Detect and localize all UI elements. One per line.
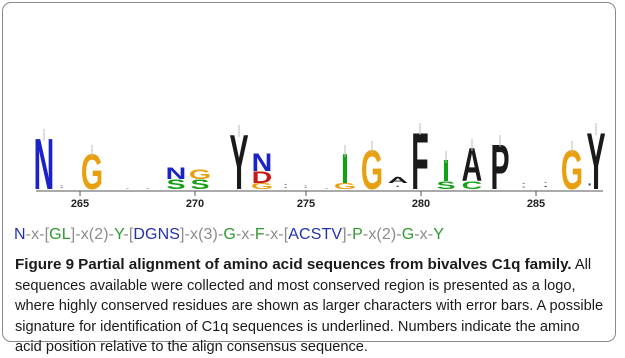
signature-token: -x(2)-: [362, 226, 402, 243]
logo-letter: F: [411, 116, 428, 207]
axis-tick-label: 275: [297, 198, 315, 210]
logo-letter: A: [388, 176, 409, 185]
signature-token: G: [401, 226, 415, 243]
signature-token: -x-[: [264, 226, 289, 243]
logo-letter: N: [252, 149, 273, 177]
signature-token: N: [14, 226, 26, 243]
figure-frame: [2, 2, 616, 342]
logo-letter: ·: [146, 187, 151, 190]
signature-token: ACSTV: [288, 226, 343, 243]
signature-token: ]-x(3)-: [180, 226, 224, 243]
logo-letter: N: [34, 123, 55, 205]
logo-letter: D: [252, 168, 273, 187]
signature-token: ]-x(2)-: [70, 226, 115, 243]
logo-letter: C: [462, 179, 483, 192]
axis-tick-label: 265: [71, 198, 89, 210]
figure-label: Figure 9: [15, 256, 75, 273]
figure-title: Partial alignment of amino acid sequence…: [78, 256, 572, 273]
signature-token: DGNS: [133, 226, 181, 243]
logo-letter: S: [436, 179, 455, 192]
signature-token: Y: [433, 226, 444, 243]
logo-letter: S: [190, 177, 209, 192]
figure-caption: Figure 9 Partial alignment of amino acid…: [15, 255, 607, 358]
logo-letter: G: [81, 144, 103, 200]
logo-letter: ·: [396, 175, 401, 178]
logo-letter: ·: [522, 184, 527, 190]
logo-letter: N: [166, 164, 187, 183]
logo-letter: ·: [588, 176, 593, 192]
signature-token: ]-: [342, 226, 353, 243]
logo-letter: G: [561, 140, 583, 202]
logo-letter: ·: [60, 184, 65, 187]
signature-token: G: [223, 226, 236, 243]
signature-token: GL: [49, 226, 71, 243]
logo-letter: ·: [522, 181, 527, 186]
logo-letter: Y: [229, 120, 248, 206]
logo-letter: G: [189, 167, 211, 182]
axis-tick-label: 280: [412, 198, 430, 210]
logo-letter: I: [442, 154, 450, 188]
logo-letter: P: [490, 132, 509, 203]
logo-letter: ·: [284, 185, 289, 190]
axis-tick-label: 270: [186, 198, 204, 210]
logo-letter: ·: [304, 185, 309, 190]
logo-letter: ·: [544, 183, 549, 190]
logo-letter: G: [334, 182, 356, 191]
axis-tick-label: 285: [527, 198, 545, 210]
signature-token: Y: [114, 226, 124, 243]
logo-letter: ·: [284, 182, 289, 187]
signature-token: -x-[: [25, 226, 50, 243]
logo-letter: Y: [586, 116, 605, 207]
logo-letter: ·: [544, 180, 549, 185]
logo-letter: ·: [126, 187, 131, 190]
logo-letter: A: [462, 140, 483, 192]
logo-letter: G: [361, 140, 383, 202]
signature-token: -x-: [235, 226, 255, 243]
signature-token: F: [254, 226, 265, 243]
logo-letter: I: [341, 146, 349, 193]
signature-token: -[: [123, 226, 134, 243]
logo-letter: ·: [396, 182, 401, 191]
consensus-signature: N-x-[GL]-x(2)-Y-[DGNS]-x(3)-G-x-F-x-[ACS…: [14, 226, 614, 244]
signature-token: -x-: [414, 226, 434, 243]
logo-letter: ·: [304, 184, 309, 187]
logo-letter: G: [251, 182, 273, 191]
logo-letter: S: [166, 177, 185, 192]
logo-letter: ·: [60, 185, 65, 190]
logo-letter: ·: [325, 187, 330, 190]
signature-token: P: [352, 226, 363, 243]
